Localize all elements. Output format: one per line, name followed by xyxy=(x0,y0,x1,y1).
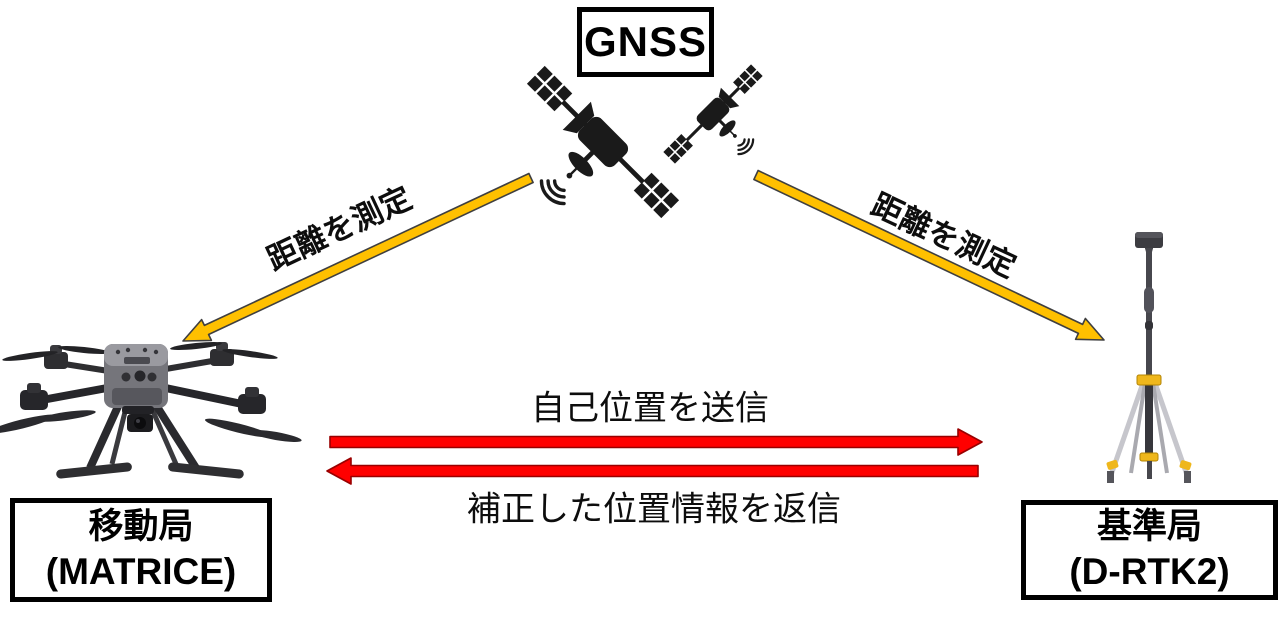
return-position-label: 補正した位置情報を返信 xyxy=(467,490,841,529)
rover-label-box: 移動局 (MATRICE) xyxy=(10,498,272,602)
gnss-label: GNSS xyxy=(583,18,708,65)
return-position-arrow xyxy=(326,457,979,485)
drone-image xyxy=(0,341,302,479)
base-station-image xyxy=(1106,232,1192,483)
satellite-icon-left xyxy=(479,59,686,266)
base-title: 基準局 xyxy=(1096,507,1202,547)
measure-distance-arrow-left xyxy=(182,172,534,342)
rover-title: 移動局 xyxy=(88,507,194,547)
base-label-box: 基準局 (D-RTK2) xyxy=(1021,500,1278,600)
satellite-icon-right xyxy=(658,59,794,195)
gnss-box: GNSS xyxy=(577,7,714,77)
base-subtitle: (D-RTK2) xyxy=(1069,550,1230,592)
rover-subtitle: (MATRICE) xyxy=(45,550,237,592)
send-position-label: 自己位置を送信 xyxy=(531,389,769,428)
measure-distance-arrow-right xyxy=(753,169,1105,341)
send-position-arrow xyxy=(329,428,983,456)
